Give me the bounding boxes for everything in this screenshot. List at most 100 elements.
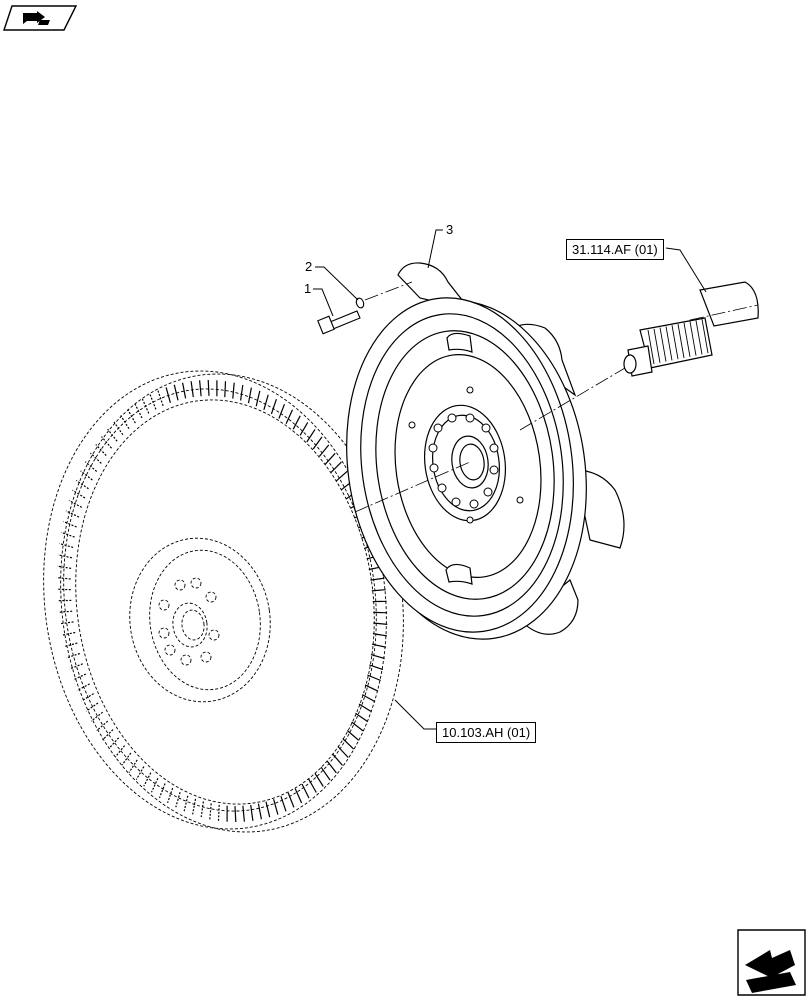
- flywheel-tooth: [308, 778, 317, 793]
- flywheel-tooth: [101, 436, 112, 449]
- flywheel-tooth: [255, 390, 261, 407]
- bolt: [317, 310, 361, 335]
- flywheel-tooth: [114, 745, 126, 758]
- flywheel-tooth: [346, 730, 360, 741]
- flywheel-tooth: [95, 444, 107, 457]
- callout-item-2: 2: [305, 259, 313, 274]
- flywheel-tooth: [373, 611, 388, 614]
- flywheel-tooth: [175, 792, 181, 808]
- flywheel-tooth: [57, 565, 72, 569]
- flywheel-tooth: [263, 394, 269, 410]
- flywheel-tooth: [182, 382, 187, 399]
- flywheel-tooth: [332, 753, 343, 766]
- flywheel-tooth: [232, 382, 235, 399]
- flywheel-tooth: [285, 409, 294, 424]
- flywheel-tooth: [337, 745, 349, 758]
- callout-item-3: 3: [446, 222, 454, 237]
- flywheel-tooth: [278, 403, 286, 419]
- reference-flywheel[interactable]: 10.103.AH (01): [436, 722, 537, 743]
- flywheel-teeth: [56, 379, 388, 823]
- flywheel-tooth: [192, 798, 197, 815]
- flywheel-tooth: [96, 720, 109, 732]
- splined-shaft: [623, 281, 759, 377]
- flywheel-tooth: [355, 712, 369, 723]
- next-page-arrow-icon[interactable]: [737, 929, 806, 996]
- flywheel-tooth: [294, 788, 303, 804]
- flywheel-tooth: [75, 479, 89, 490]
- flywheel-tooth: [65, 510, 80, 518]
- flywheel-tooth: [351, 721, 364, 732]
- flywheel-tooth: [60, 531, 75, 538]
- centerlines: [354, 281, 759, 513]
- flywheel-tooth: [84, 461, 98, 472]
- flywheel-tooth: [312, 436, 323, 450]
- flywheel-tooth: [371, 643, 387, 648]
- shaft-spline: [683, 322, 691, 357]
- flywheel-tooth: [292, 415, 301, 430]
- flywheel-tooth: [242, 805, 245, 822]
- flywheel-tooth: [318, 444, 330, 457]
- flywheel-tooth: [250, 804, 254, 821]
- flywheel-tooth: [190, 381, 194, 398]
- flywheel-tooth: [69, 663, 83, 670]
- parts-catalog-icon[interactable]: [3, 5, 78, 31]
- flywheel-tooth: [120, 415, 130, 430]
- flywheel-tooth: [63, 520, 77, 528]
- flywheel-tooth: [372, 633, 387, 637]
- flywheel-tooth: [89, 452, 102, 464]
- shaft-spline: [677, 323, 685, 359]
- flywheel-tooth: [200, 801, 204, 818]
- flywheel-tooth: [134, 403, 143, 419]
- flywheel-tooth: [121, 752, 132, 766]
- damper-bolt-holes: [408, 386, 524, 524]
- flywheel-tooth: [273, 799, 279, 815]
- flywheel-tooth: [76, 683, 90, 692]
- shaft-spline: [659, 327, 667, 362]
- flywheel-tooth: [183, 795, 189, 812]
- flywheel-tooth: [280, 796, 287, 812]
- flywheel-tooth: [127, 409, 136, 424]
- flywheel-tooth: [364, 684, 379, 692]
- flywheel-tooth: [72, 489, 86, 499]
- flywheel-tooth: [335, 470, 348, 482]
- shaft-spline: [671, 325, 679, 360]
- flywheel-tooth: [80, 470, 93, 481]
- flywheel-assembly: [43, 370, 404, 833]
- flywheel-tooth: [56, 577, 71, 580]
- flywheel-tooth: [240, 384, 244, 401]
- flywheel-tooth: [217, 804, 220, 821]
- shaft-spline: [695, 320, 703, 355]
- flywheel-tooth: [167, 787, 174, 803]
- flywheel-tooth: [306, 429, 316, 443]
- reference-shaft[interactable]: 31.114.AF (01): [566, 239, 664, 260]
- flywheel-tooth: [234, 806, 237, 823]
- flywheel-tooth: [320, 766, 331, 781]
- flywheel-tooth: [149, 394, 157, 410]
- flywheel-tooth: [85, 702, 99, 712]
- callout-item-1: 1: [304, 281, 312, 296]
- flywheel-tooth: [371, 589, 386, 592]
- flywheel-tooth: [301, 783, 310, 799]
- shaft-spline: [701, 319, 709, 354]
- flywheel-tooth: [57, 554, 73, 559]
- flywheel-tooth: [247, 387, 252, 404]
- flywheel-tooth: [373, 622, 388, 625]
- flywheel-tooth: [143, 772, 152, 787]
- flywheel-tooth: [56, 588, 71, 591]
- flywheel-tooth: [299, 422, 309, 436]
- flywheel-tooth: [199, 380, 202, 397]
- flywheel-tooth: [150, 778, 159, 793]
- flywheel-tooth: [63, 642, 78, 648]
- flywheel-tooth: [107, 428, 118, 442]
- flywheel-tooth: [330, 461, 342, 473]
- flywheel-tooth: [113, 421, 124, 436]
- flywheel-tooth: [314, 772, 324, 787]
- flywheel-tooth: [265, 801, 271, 818]
- flywheel-tooth: [108, 737, 120, 750]
- flywheel-tooth: [324, 452, 336, 465]
- flywheel-tooth: [173, 384, 179, 401]
- shaft-splines: [647, 319, 709, 365]
- flywheel-tooth: [257, 803, 262, 820]
- flywheel-tooth: [358, 703, 372, 713]
